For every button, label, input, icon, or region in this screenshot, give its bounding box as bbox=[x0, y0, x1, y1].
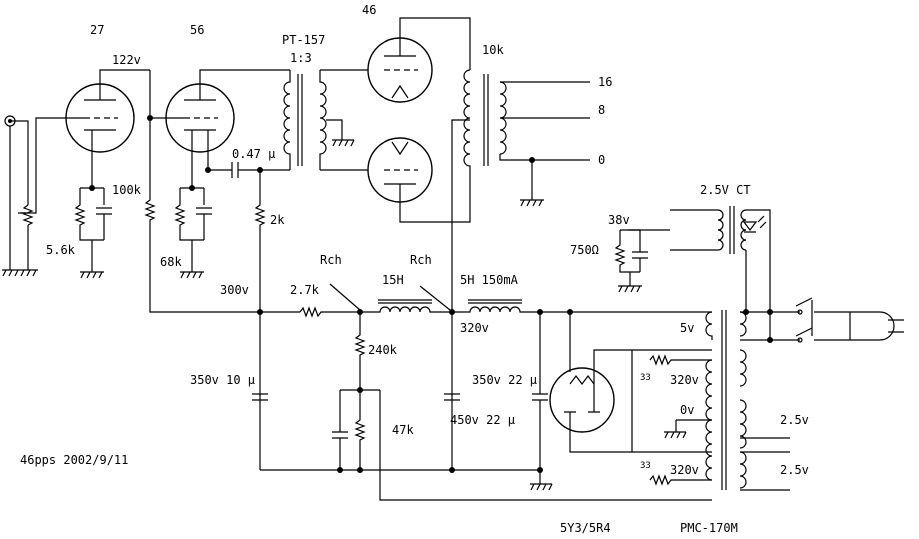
power-transformer bbox=[705, 310, 800, 491]
label-tube-56: 56 bbox=[190, 23, 204, 37]
capacitor-350v-22u bbox=[532, 312, 548, 470]
choke-5h bbox=[452, 299, 712, 313]
label-tap-16: 16 bbox=[598, 75, 612, 89]
label-date: 46pps 2002/9/11 bbox=[20, 453, 128, 467]
label-sec-320v-a: 320v bbox=[670, 373, 699, 387]
power-plug bbox=[849, 311, 904, 341]
choke-15h bbox=[360, 299, 452, 313]
label-2v5-a: 2.5v bbox=[780, 413, 809, 427]
label-240k: 240k bbox=[368, 343, 398, 357]
label-68k: 68k bbox=[160, 255, 182, 269]
resistor-2k7 bbox=[299, 306, 360, 318]
heater-transformer bbox=[670, 206, 771, 340]
label-5k6: 5.6k bbox=[46, 243, 76, 257]
label-rch-1: Rch bbox=[320, 253, 342, 267]
cathode-resistor-5k6 bbox=[74, 187, 112, 279]
rch-arrow-1 bbox=[329, 283, 361, 311]
label-tap-8: 8 bbox=[598, 103, 605, 117]
label-2k7: 2.7k bbox=[290, 283, 320, 297]
label-15h: 15H bbox=[382, 273, 404, 287]
resistor-2k bbox=[254, 170, 266, 470]
resistor-47k bbox=[332, 389, 712, 501]
ground-bus bbox=[260, 469, 553, 491]
label-sec-0v: 0v bbox=[680, 403, 694, 417]
label-2v5-b: 2.5v bbox=[780, 463, 809, 477]
label-122v: 122v bbox=[112, 53, 141, 67]
label-350v-10u: 350v 10 μ bbox=[190, 373, 255, 387]
rch-arrow-2 bbox=[419, 285, 451, 311]
capacitor-350v-10u bbox=[252, 393, 268, 401]
rectifier-5y3 bbox=[549, 312, 712, 453]
label-sec-320v-b: 320v bbox=[670, 463, 699, 477]
label-tap-0: 0 bbox=[598, 153, 605, 167]
volume-potentiometer bbox=[18, 117, 62, 270]
label-350v-22u: 350v 22 μ bbox=[472, 373, 537, 387]
label-5h: 5H 150mA bbox=[460, 273, 519, 287]
label-sec-5v: 5v bbox=[680, 321, 694, 335]
label-power-transformer: PMC-170M bbox=[680, 521, 738, 535]
pilot-led bbox=[742, 215, 767, 233]
resistor-33-bottom bbox=[649, 474, 712, 486]
tube-27 bbox=[62, 69, 150, 188]
label-rectifier: 5Y3/5R4 bbox=[560, 521, 611, 535]
label-320v: 320v bbox=[460, 321, 489, 335]
label-ratio: 1:3 bbox=[290, 51, 312, 65]
label-tube-27: 27 bbox=[90, 23, 104, 37]
bias-38v-network bbox=[614, 229, 670, 293]
label-tube-46: 46 bbox=[362, 3, 376, 17]
label-10k: 10k bbox=[482, 43, 504, 57]
power-switch bbox=[795, 297, 850, 343]
label-38v: 38v bbox=[608, 213, 630, 227]
label-2v5-ct: 2.5V CT bbox=[700, 183, 751, 197]
tube-46-top bbox=[367, 17, 471, 103]
resistor-33-top bbox=[649, 354, 712, 366]
label-33-a: 33 bbox=[640, 373, 651, 383]
transformer-pt157 bbox=[283, 69, 370, 171]
output-transformer bbox=[451, 69, 590, 470]
label-450v-22u: 450v 22 μ bbox=[450, 413, 515, 427]
cathode-resistor-68k bbox=[174, 187, 212, 279]
label-2k: 2k bbox=[270, 213, 285, 227]
label-750ohm: 750Ω bbox=[570, 243, 599, 257]
label-cap-047: 0.47 μ bbox=[232, 147, 275, 161]
label-300v: 300v bbox=[220, 283, 249, 297]
input-jack bbox=[4, 115, 29, 270]
resistor-100k bbox=[144, 70, 300, 313]
ground-symbol bbox=[2, 269, 38, 277]
coupling-capacitor bbox=[231, 162, 290, 178]
label-100k: 100k bbox=[112, 183, 142, 197]
tube-46-bottom bbox=[367, 137, 471, 223]
label-rch-2: Rch bbox=[410, 253, 432, 267]
ground-0v bbox=[664, 419, 712, 439]
label-47k: 47k bbox=[392, 423, 414, 437]
label-pt157: PT-157 bbox=[282, 33, 325, 47]
resistor-240k bbox=[354, 312, 366, 390]
tube-56 bbox=[150, 69, 290, 188]
capacitor-450v-22u bbox=[444, 393, 460, 401]
label-33-b: 33 bbox=[640, 461, 651, 471]
